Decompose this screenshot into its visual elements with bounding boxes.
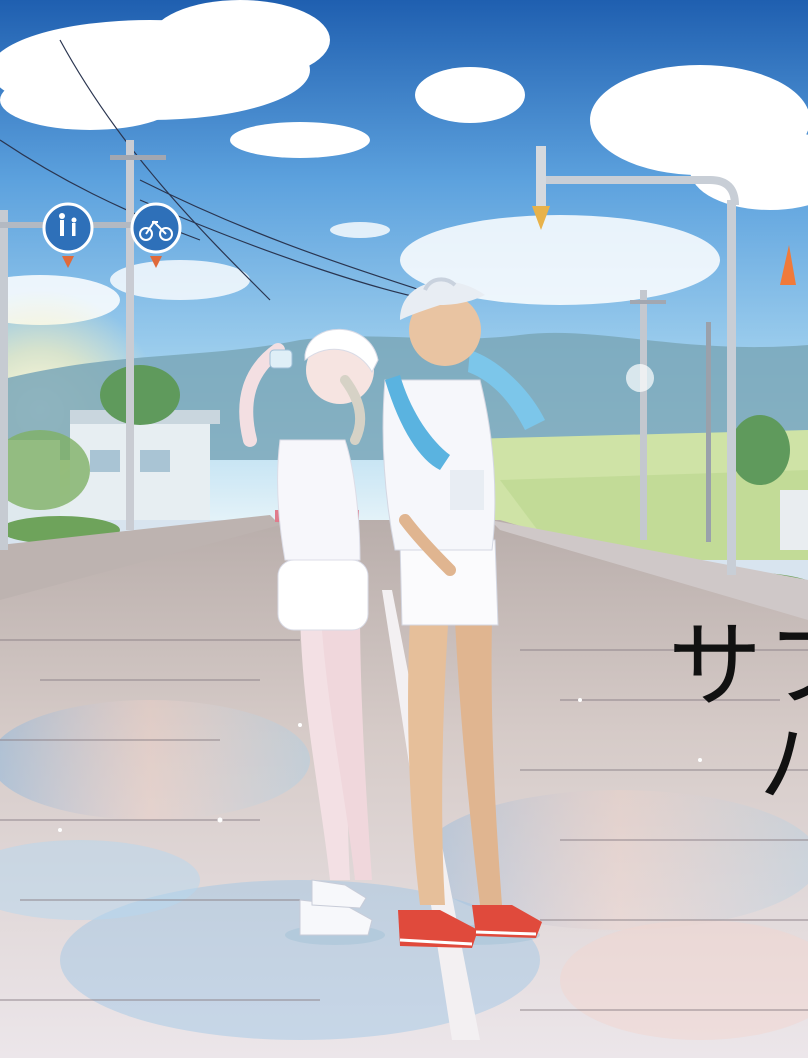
pedestrian-icon xyxy=(59,213,77,236)
pole-crossarm-right xyxy=(630,300,666,304)
pedestrian-sign xyxy=(42,202,94,268)
street-lamp xyxy=(532,146,739,575)
utility-pole-right xyxy=(640,290,647,540)
headline-text-line-2: ハ xyxy=(758,710,808,819)
bicycle-sign xyxy=(130,202,182,268)
motion-streaks xyxy=(0,639,808,1011)
girl-runner xyxy=(239,328,385,945)
clouds xyxy=(0,0,808,325)
bicycle-icon xyxy=(139,220,173,241)
thin-post xyxy=(706,322,711,542)
traffic-cone xyxy=(780,245,796,285)
headline-text-line-1: サフ xyxy=(668,612,808,721)
sidewalk-left xyxy=(0,515,280,600)
utility-pole-left xyxy=(126,140,134,530)
sign-post xyxy=(0,210,8,550)
pole-crossarm xyxy=(110,155,166,160)
light-sparkles xyxy=(58,364,702,832)
boy-runner xyxy=(382,277,545,948)
sidewalk-right xyxy=(490,520,808,620)
